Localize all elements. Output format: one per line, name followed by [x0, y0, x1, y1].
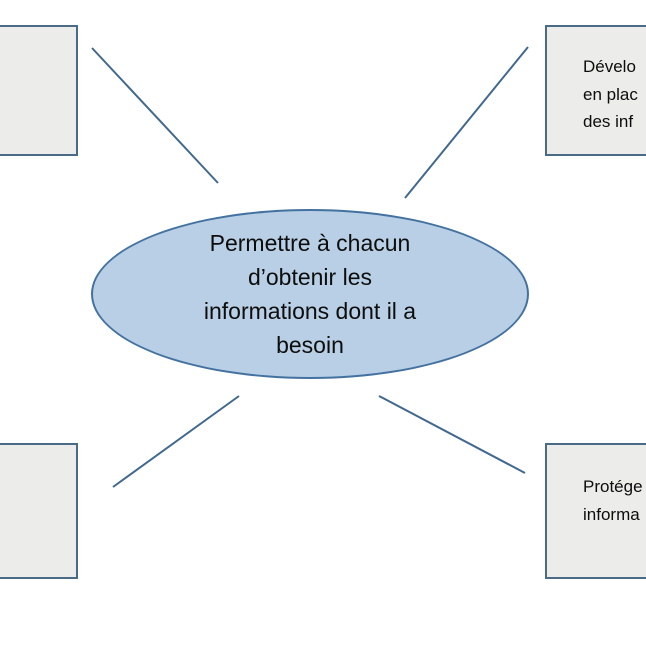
node-box-bottom-left[interactable]: ations [0, 443, 78, 579]
node-label-top-right: Dévelo en plac des inf [583, 57, 638, 131]
node-box-top-left[interactable] [0, 25, 78, 156]
node-box-bottom-right[interactable]: Protége informa [545, 443, 646, 579]
connector-bottom-left [112, 395, 240, 488]
connector-top-right [404, 46, 529, 199]
node-box-top-right[interactable]: Dévelo en plac des inf [545, 25, 646, 156]
connector-bottom-right [378, 395, 526, 474]
center-ellipse-node[interactable]: Permettre à chacun d’obtenir les informa… [91, 209, 529, 379]
node-label-bottom-right: Protége informa [583, 477, 643, 524]
connector-top-left [91, 47, 219, 184]
center-ellipse-label: Permettre à chacun d’obtenir les informa… [203, 230, 417, 358]
